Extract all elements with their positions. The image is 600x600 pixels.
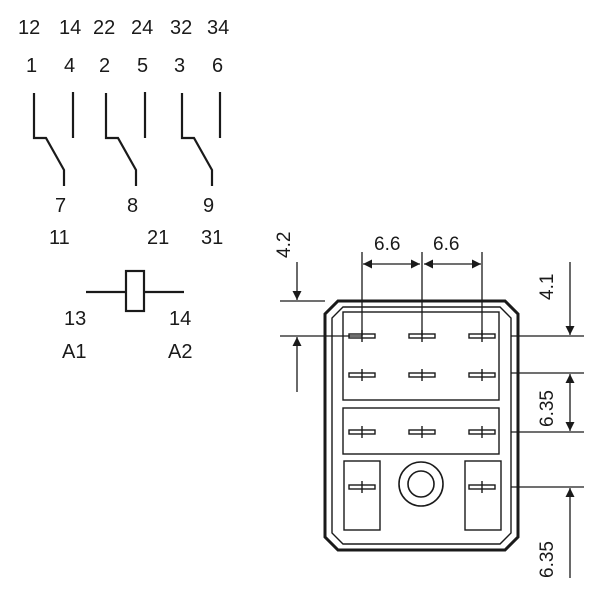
coil-symbol [86, 269, 184, 313]
terminal-9-label: 9 [203, 195, 214, 217]
pin-spacing-right-label: 6.6 [433, 234, 459, 255]
row-spacing-lower-label: 6.35 [537, 541, 558, 578]
top-offset-label: 4.2 [274, 232, 295, 258]
terminal-21-label: 21 [147, 227, 169, 249]
coil-terminal-a2-label: A2 [168, 341, 192, 363]
relay-footprint [323, 299, 520, 552]
coil-terminal-14-label: 14 [169, 308, 191, 330]
terminal-7-label: 7 [55, 195, 66, 217]
terminal-6-label: 6 [212, 55, 223, 77]
contact-schematic: 12 14 22 24 32 34 1 4 2 5 3 6 7 8 9 11 2 [18, 17, 229, 363]
coil-terminal-13-label: 13 [64, 308, 86, 330]
terminal-2-label: 2 [99, 55, 110, 77]
terminal-34-label: 34 [207, 17, 229, 39]
coil-pin-pocket-right [464, 460, 502, 531]
dimension-lines [280, 252, 584, 578]
pin-spacing-left-label: 6.6 [374, 234, 400, 255]
locating-hole-inner [407, 470, 435, 498]
dimension-labels: 6.6 6.6 4.2 4.1 6.35 6.35 [274, 232, 558, 578]
terminal-8-label: 8 [127, 195, 138, 217]
middle-pin-block [342, 407, 500, 455]
locating-hole-outer [398, 461, 444, 507]
terminal-1-label: 1 [26, 55, 37, 77]
contact-switch-2 [104, 92, 147, 186]
contact-switch-3 [180, 92, 222, 186]
upper-pin-block [342, 311, 500, 401]
terminal-5-label: 5 [137, 55, 148, 77]
terminal-22-label: 22 [93, 17, 115, 39]
terminal-12-label: 12 [18, 17, 40, 39]
terminal-4-label: 4 [64, 55, 75, 77]
coil-terminal-a1-label: A1 [62, 341, 86, 363]
row-spacing-upper-label: 6.35 [537, 390, 558, 427]
pin-slots [348, 333, 496, 490]
terminal-14-label: 14 [59, 17, 81, 39]
coil-pin-pocket-left [343, 460, 381, 531]
contact-switch-1 [32, 92, 75, 186]
right-offset-label: 4.1 [537, 274, 558, 300]
terminal-32-label: 32 [170, 17, 192, 39]
terminal-3-label: 3 [174, 55, 185, 77]
terminal-24-label: 24 [131, 17, 153, 39]
terminal-11-label: 11 [49, 227, 70, 249]
terminal-31-label: 31 [201, 227, 223, 249]
